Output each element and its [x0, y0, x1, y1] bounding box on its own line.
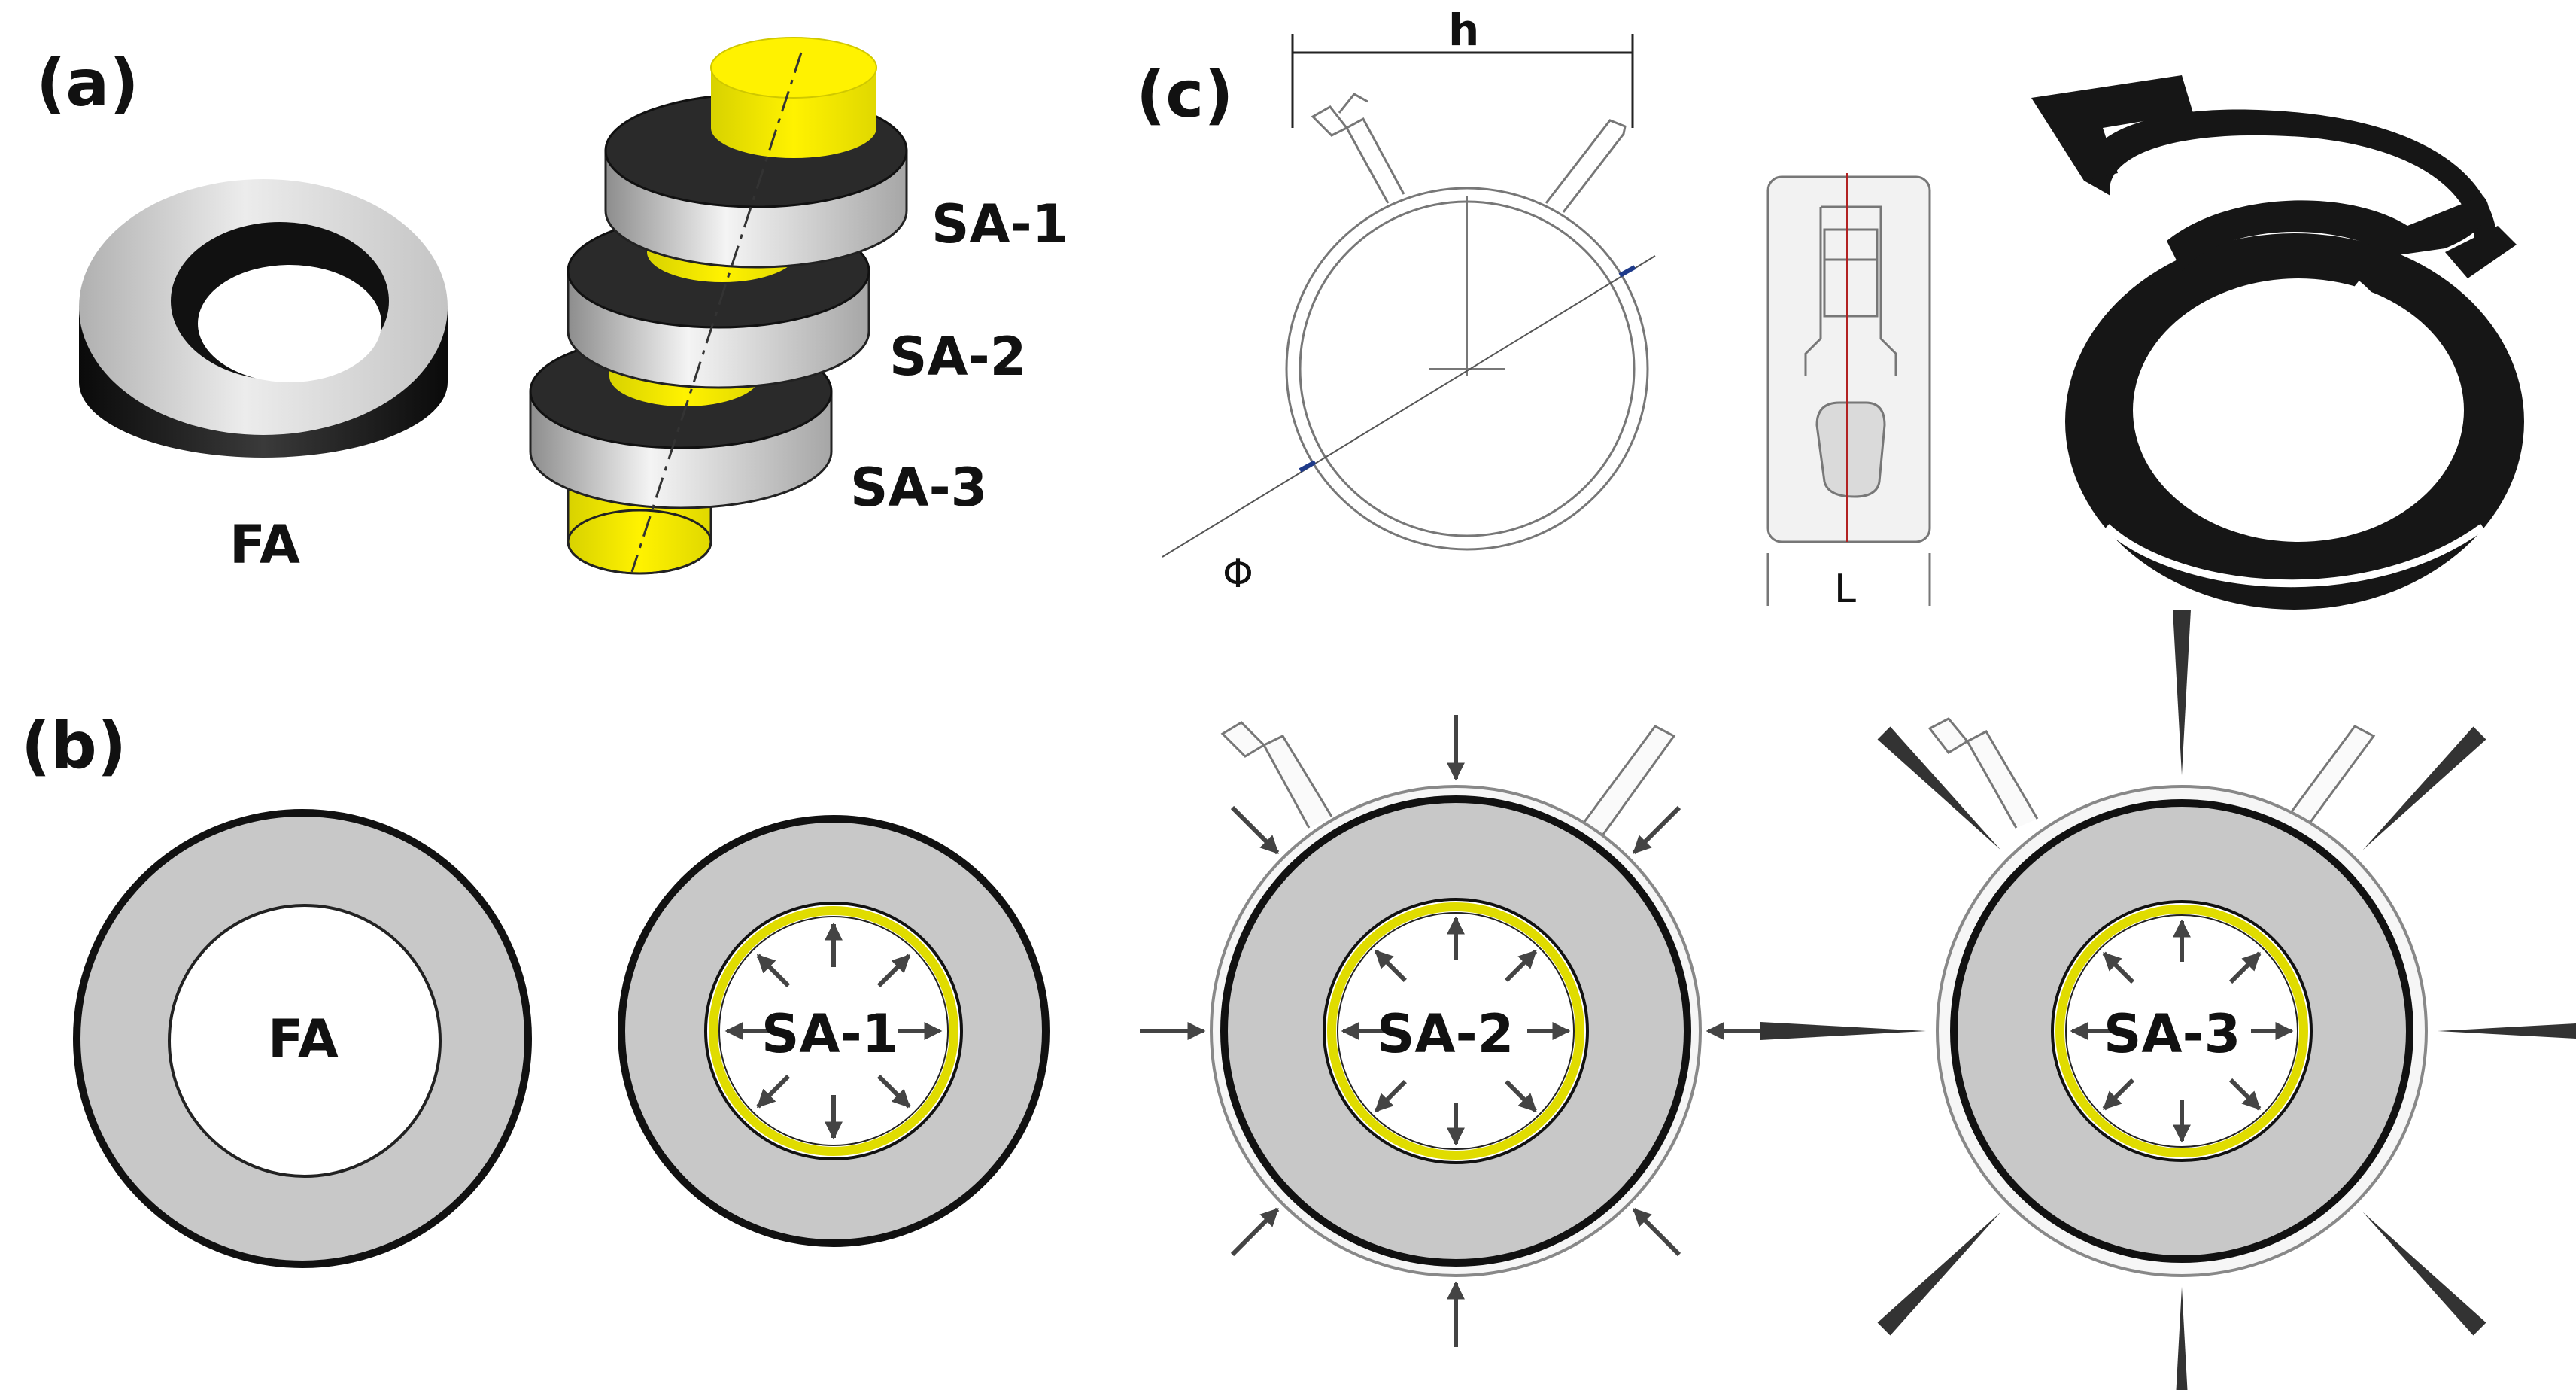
label-fa-section: FA	[268, 1008, 339, 1070]
dim-l: L	[1834, 567, 1856, 612]
force-arrow	[1230, 805, 1280, 855]
force-arrow	[2228, 1078, 2262, 1111]
clamp-side-view	[1766, 173, 1931, 606]
force-arrow	[2228, 951, 2262, 984]
force-arrow	[1877, 726, 2001, 850]
force-arrow	[1632, 805, 1681, 855]
force-arrow	[2176, 1287, 2188, 1390]
force-arrow	[876, 1074, 911, 1109]
force-arrow	[756, 1074, 791, 1109]
black-spring-clamp	[2031, 75, 2524, 610]
sa-3d-assembly	[529, 37, 908, 575]
force-arrow	[2173, 610, 2191, 775]
dim-phi: Φ	[1223, 552, 1253, 597]
panel-label-a: (a)	[36, 46, 139, 121]
force-arrow	[1505, 1080, 1538, 1113]
clamp-drawing	[1162, 34, 1656, 558]
fa-section	[73, 809, 532, 1268]
label-fa-3d: FA	[229, 514, 300, 576]
label-sa2-section: SA-2	[1377, 1003, 1514, 1065]
label-sa3-section: SA-3	[2104, 1003, 2240, 1065]
force-arrow	[2362, 1212, 2486, 1336]
label-sa3-3d: SA-3	[850, 457, 987, 519]
force-arrow	[2438, 1023, 2576, 1039]
force-arrow	[2362, 726, 2486, 850]
force-arrow	[1374, 949, 1407, 982]
force-arrow	[1877, 1212, 2001, 1336]
force-arrow	[1230, 1207, 1280, 1257]
force-arrow	[1632, 1207, 1681, 1257]
fa-3d-ring	[79, 179, 448, 458]
force-arrow	[1760, 1022, 1926, 1040]
force-arrow	[756, 954, 791, 988]
dim-h: h	[1448, 5, 1479, 56]
sa2-section	[1140, 715, 1772, 1347]
force-arrow	[1505, 949, 1538, 982]
force-arrow	[2102, 1078, 2135, 1111]
force-arrow	[1374, 1080, 1407, 1113]
panel-label-c: (c)	[1136, 57, 1234, 132]
label-sa1-3d: SA-1	[931, 193, 1068, 255]
sa1-section	[618, 815, 1050, 1247]
label-sa1-section: SA-1	[761, 1003, 898, 1065]
force-arrow	[2102, 951, 2135, 984]
force-arrow	[876, 954, 911, 988]
panel-label-b: (b)	[21, 708, 126, 783]
label-sa2-3d: SA-2	[889, 326, 1026, 388]
sa3-section	[1760, 610, 2576, 1390]
